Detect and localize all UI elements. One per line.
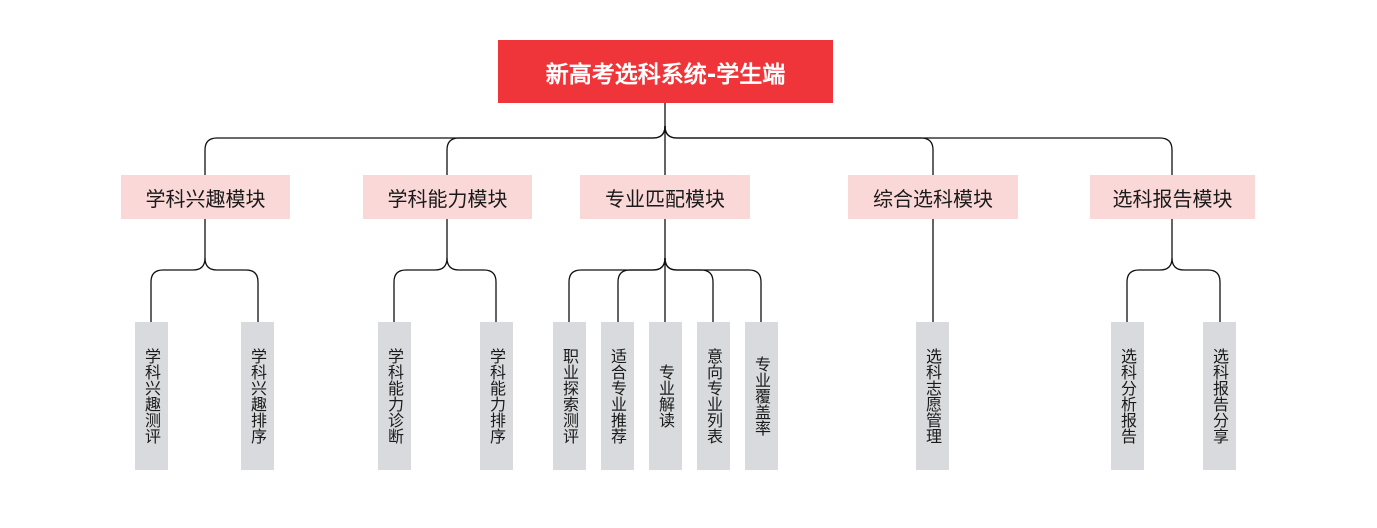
module-label: 学科兴趣模块 [145,186,266,211]
leaf-ability-ranking: 学科能力排序 [480,322,513,470]
module-label: 选科报告模块 [1112,186,1233,211]
leaf-intended-majors: 意向专业列表 [697,322,730,470]
report-connector-branch [1126,257,1173,322]
module-subject-interest: 学科兴趣模块 [121,175,290,219]
leaf-label: 选科报告分享 [1210,348,1229,444]
leaf-label: 适合专业推荐 [608,348,627,444]
major-connector-branch [664,257,714,322]
root-label: 新高考选科系统-学生端 [545,61,786,88]
leaf-label: 职业探索测评 [560,348,579,444]
leaf-interest-assessment: 学科兴趣测评 [135,322,168,470]
leaf-major-recommendation: 适合专业推荐 [601,322,634,470]
leaf-label: 意向专业列表 [704,348,723,444]
module-major-matching: 专业匹配模块 [580,175,750,219]
root-connector-branch [204,125,666,175]
leaf-career-exploration: 职业探索测评 [553,322,586,470]
interest-connector-branch [204,257,259,322]
root-connector-branch [664,125,1173,175]
root-connector-branch [664,125,934,175]
major-connector-branch [568,257,666,322]
ability-connector-branch [393,257,448,322]
leaf-major-interpretation: 专业解读 [649,322,682,470]
major-connector-branch [664,257,762,322]
module-selection-report: 选科报告模块 [1090,175,1255,219]
leaf-ability-diagnosis: 学科能力诊断 [378,322,411,470]
leaf-label: 专业解读 [656,364,675,428]
major-connector-branch [617,257,666,322]
leaf-label: 选科分析报告 [1118,348,1137,444]
leaf-major-coverage: 专业覆盖率 [745,322,778,470]
report-connector-branch [1171,257,1221,322]
leaf-label: 选科志愿管理 [923,348,942,444]
leaf-label: 学科兴趣测评 [142,348,161,444]
leaf-interest-ranking: 学科兴趣排序 [241,322,274,470]
module-comprehensive-selection: 综合选科模块 [848,175,1018,219]
leaf-label: 学科兴趣排序 [248,348,267,444]
leaf-label: 学科能力排序 [487,348,506,444]
ability-connector-branch [446,257,497,322]
module-subject-ability: 学科能力模块 [363,175,532,219]
leaf-label: 学科能力诊断 [385,348,404,444]
leaf-report-sharing: 选科报告分享 [1203,322,1236,470]
module-label: 专业匹配模块 [605,186,725,211]
root-connector-branch [446,125,666,175]
root-node: 新高考选科系统-学生端 [498,40,833,103]
module-label: 综合选科模块 [873,186,993,211]
leaf-analysis-report: 选科分析报告 [1111,322,1144,470]
interest-connector-branch [150,257,206,322]
leaf-label: 专业覆盖率 [752,356,771,436]
module-label: 学科能力模块 [387,186,508,211]
leaf-selection-management: 选科志愿管理 [916,322,949,470]
